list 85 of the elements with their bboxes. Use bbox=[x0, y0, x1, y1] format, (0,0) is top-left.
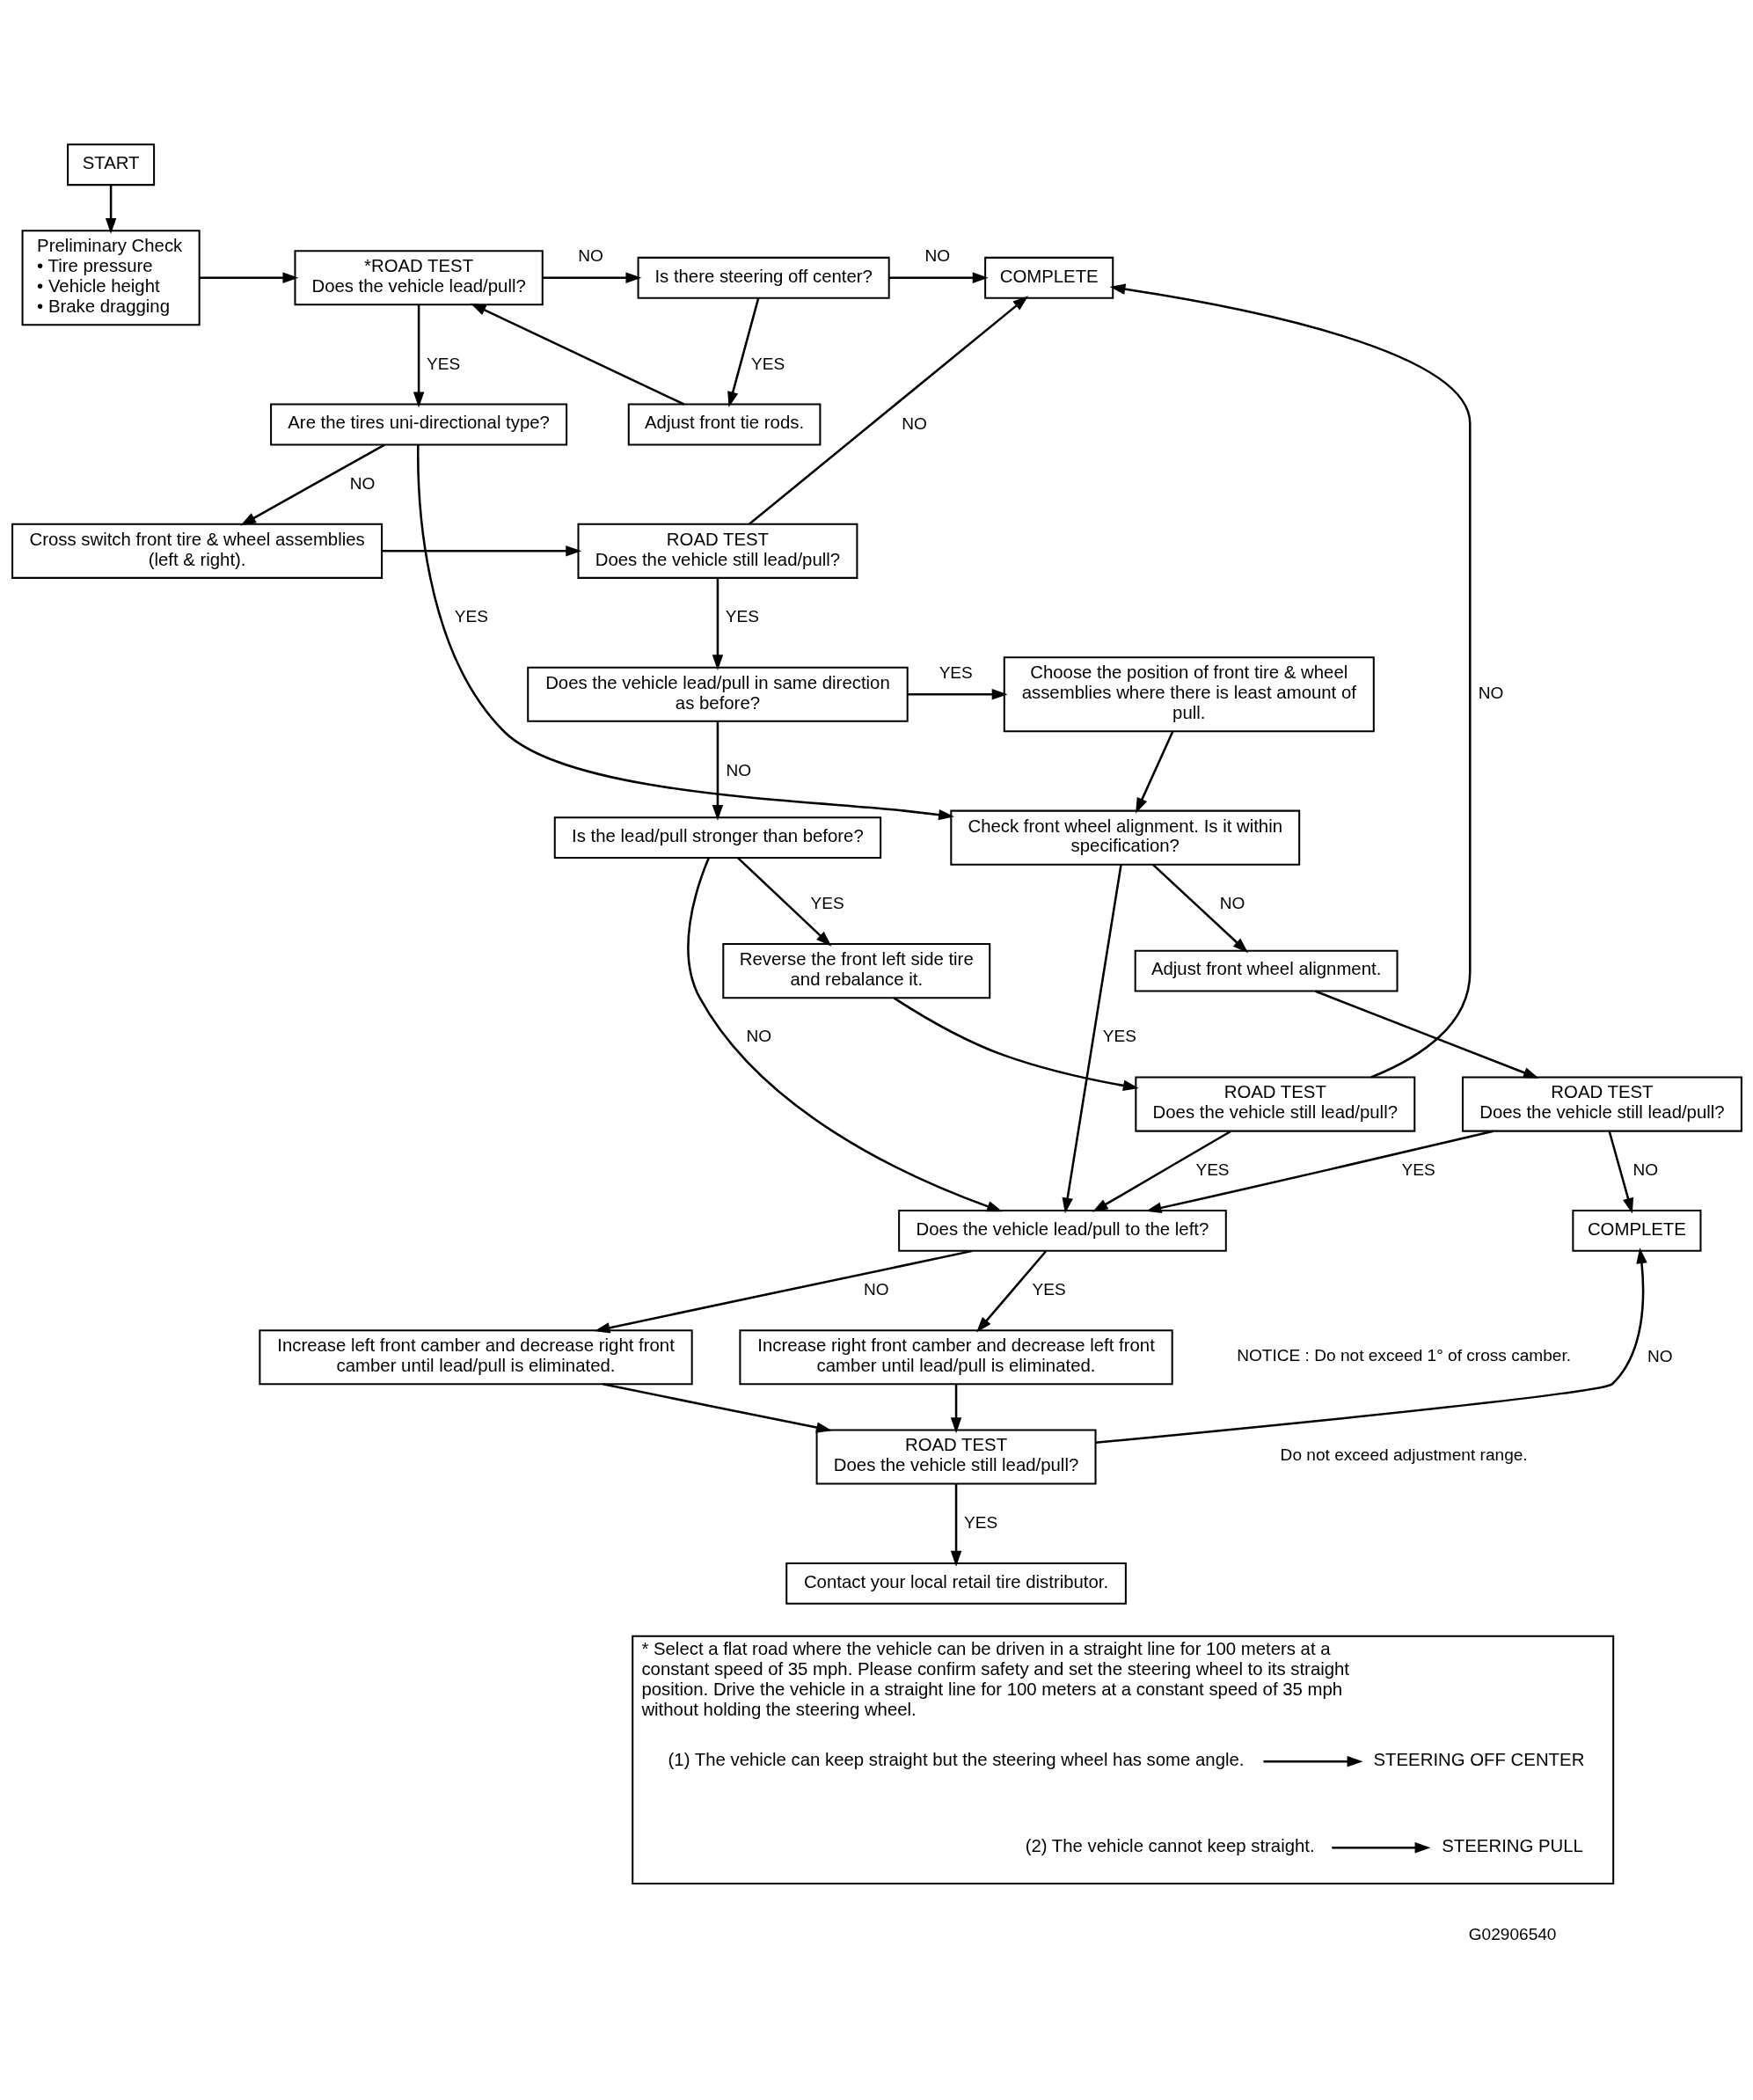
node-box: ROAD TEST Does the vehicle still lead/pull? bbox=[576, 523, 858, 579]
node-box: Contact your local retail tire distributor. bbox=[785, 1562, 1127, 1605]
arrow bbox=[1331, 1841, 1430, 1853]
node-box: ROAD TEST Does the vehicle still lead/pull? bbox=[815, 1428, 1097, 1485]
node-box: Is there steering off center? bbox=[637, 256, 890, 299]
arrow bbox=[686, 857, 1003, 1211]
arrow bbox=[105, 184, 116, 234]
node-box: Does the vehicle lead/pull to the left? bbox=[897, 1209, 1227, 1252]
edge-label: NO bbox=[725, 760, 751, 779]
arrow bbox=[950, 1483, 961, 1567]
arrow bbox=[542, 272, 641, 283]
arrow bbox=[727, 297, 759, 407]
arrow bbox=[1145, 1129, 1494, 1213]
node-box: ROAD TEST Does the vehicle still lead/pull? bbox=[1461, 1076, 1742, 1132]
edge-label: YES bbox=[963, 1512, 997, 1532]
arrow bbox=[712, 721, 723, 821]
arrow bbox=[1092, 1130, 1231, 1212]
arrow bbox=[748, 295, 1028, 524]
arrow bbox=[382, 545, 581, 557]
arrow bbox=[1109, 282, 1472, 1079]
node-box: COMPLETE bbox=[983, 256, 1114, 299]
arrow bbox=[594, 1249, 973, 1333]
edge-label: NO bbox=[901, 413, 927, 433]
node-box: Cross switch front tire & wheel assemblies (left & right). bbox=[11, 523, 383, 579]
arrow bbox=[1314, 989, 1539, 1079]
node-box: Check front wheel alignment. Is it within specification? bbox=[949, 809, 1300, 866]
node-text: (1) The vehicle can keep straight but the steering wheel has some angle. bbox=[668, 1749, 1244, 1769]
node-text: STEERING OFF CENTER bbox=[1373, 1749, 1584, 1769]
node-text: (2) The vehicle cannot keep straight. bbox=[1025, 1835, 1315, 1855]
edge-label: YES bbox=[810, 893, 844, 912]
node-box: *ROAD TEST Does the vehicle lead/pull? bbox=[293, 249, 544, 305]
node-box: Adjust front tie rods. bbox=[627, 403, 821, 445]
edge-label: YES bbox=[454, 606, 488, 626]
edge-label: YES bbox=[426, 354, 460, 373]
edge-label: NO bbox=[349, 473, 375, 493]
label: Do not exceed adjustment range. bbox=[1280, 1445, 1528, 1464]
edge-label: YES bbox=[1102, 1026, 1136, 1045]
label: G02906540 bbox=[1468, 1924, 1556, 1943]
edge-label: NO bbox=[745, 1026, 771, 1045]
node-box: START bbox=[66, 143, 155, 186]
arrow bbox=[736, 856, 831, 947]
edge-label: NO bbox=[1632, 1160, 1658, 1179]
node-box: Increase left front camber and decrease right front camber until lead/pull is eliminated. bbox=[258, 1328, 693, 1385]
arrow bbox=[470, 303, 684, 406]
edge-label: YES bbox=[939, 662, 973, 682]
node-box: Is the lead/pull stronger than before? bbox=[553, 816, 881, 859]
edge-label: NO bbox=[924, 245, 950, 265]
arrow bbox=[416, 444, 954, 820]
arrow bbox=[975, 1249, 1047, 1333]
arrow bbox=[1263, 1755, 1362, 1767]
edge-label: NO bbox=[577, 245, 603, 265]
arrow bbox=[893, 996, 1139, 1091]
arrow bbox=[199, 272, 298, 283]
arrow bbox=[602, 1382, 832, 1433]
arrow bbox=[1135, 730, 1173, 814]
node-box: Preliminary Check • Tire pressure • Vehicle height • Brake dragging bbox=[21, 229, 201, 326]
node-box: Choose the position of front tire & wheel assemblies where there is least amount of pull. bbox=[1003, 655, 1375, 732]
edge-label: NO bbox=[1478, 683, 1503, 702]
label: NOTICE : Do not exceed 1° of cross camber. bbox=[1236, 1345, 1571, 1365]
arrow bbox=[1094, 1247, 1647, 1444]
edge-label: YES bbox=[1032, 1279, 1066, 1299]
node-box: Reverse the front left side tire and rebalance it. bbox=[721, 942, 990, 999]
node-box: ROAD TEST Does the vehicle still lead/pull? bbox=[1134, 1076, 1415, 1132]
arrow bbox=[239, 443, 385, 526]
arrow bbox=[1151, 863, 1248, 953]
node-box: Does the vehicle lead/pull in same direction as before? bbox=[526, 666, 909, 722]
arrow bbox=[712, 577, 723, 670]
edge-label: NO bbox=[863, 1279, 889, 1299]
edge-label: NO bbox=[1647, 1346, 1673, 1365]
arrow bbox=[1608, 1130, 1633, 1214]
edge-label: YES bbox=[725, 606, 759, 626]
arrow bbox=[888, 272, 989, 283]
arrow bbox=[950, 1384, 961, 1433]
node-box: Are the tires uni-directional type? bbox=[269, 403, 567, 445]
node-box: Increase right front camber and decrease left front camber until lead/pull is eliminated. bbox=[738, 1328, 1173, 1385]
node-box: COMPLETE bbox=[1571, 1209, 1701, 1252]
node-box: Adjust front wheel alignment. bbox=[1134, 949, 1399, 992]
edge-label: YES bbox=[1194, 1160, 1230, 1179]
arrow bbox=[907, 688, 1008, 699]
arrow bbox=[413, 304, 424, 407]
arrow bbox=[1062, 864, 1122, 1213]
edge-label: YES bbox=[1401, 1160, 1435, 1179]
edge-label: YES bbox=[750, 354, 785, 373]
node-text: STEERING PULL bbox=[1441, 1835, 1583, 1855]
edge-label: NO bbox=[1219, 893, 1245, 912]
